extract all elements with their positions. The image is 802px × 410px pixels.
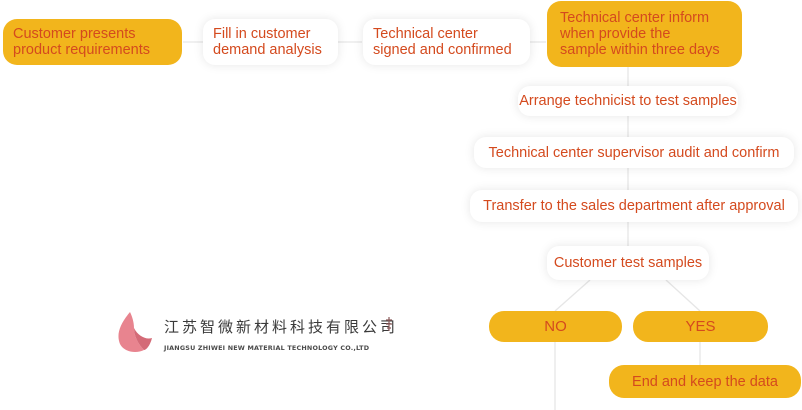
step-technical-center-signed: Technical center signed and confirmed bbox=[363, 19, 530, 65]
step-arrange-technicist: Arrange technicist to test samples bbox=[518, 86, 738, 116]
step2-line2: demand analysis bbox=[213, 42, 322, 58]
step1-line2: product requirements bbox=[13, 42, 151, 58]
step-fill-demand-analysis: Fill in customer demand analysis bbox=[203, 19, 338, 65]
step6-label: Technical center supervisor audit and co… bbox=[488, 144, 780, 161]
step4-line2: when provide the bbox=[560, 26, 671, 42]
step4-line1: Technical center inform bbox=[560, 10, 710, 26]
no-label: NO bbox=[544, 317, 567, 335]
step8-label: Customer test samples bbox=[553, 255, 703, 271]
step1-line1: Customer presents bbox=[13, 26, 136, 42]
step-technical-center-inform: Technical center inform when provide the… bbox=[547, 1, 742, 67]
company-logo: 江苏智微新材料科技有限公司 JIANGSU ZHIWEI NEW MATERIA… bbox=[116, 308, 396, 358]
step3-line2: signed and confirmed bbox=[373, 42, 512, 58]
decision-yes: YES bbox=[633, 311, 768, 342]
yes-label: YES bbox=[685, 317, 716, 335]
decision-no: NO bbox=[489, 311, 622, 342]
seal-mark-icon bbox=[386, 317, 392, 331]
company-name-en: JIANGSU ZHIWEI NEW MATERIAL TECHNOLOGY C… bbox=[164, 344, 370, 352]
step-end-keep-data: End and keep the data bbox=[609, 365, 801, 398]
leaf-logo-icon bbox=[118, 312, 152, 352]
step-customer-presents-requirements: Customer presents product requirements bbox=[3, 19, 182, 65]
step3-line1: Technical center bbox=[373, 26, 478, 42]
step5-label: Arrange technicist to test samples bbox=[519, 93, 737, 109]
step-supervisor-audit: Technical center supervisor audit and co… bbox=[474, 137, 794, 168]
company-name-cn: 江苏智微新材料科技有限公司 bbox=[164, 318, 399, 336]
step7-label: Transfer to the sales department after a… bbox=[483, 198, 785, 214]
step-customer-test-samples: Customer test samples bbox=[547, 246, 709, 280]
end-label: End and keep the data bbox=[632, 373, 778, 390]
step2-line1: Fill in customer bbox=[213, 26, 311, 42]
step4-line3: sample within three days bbox=[560, 42, 720, 58]
step-transfer-sales: Transfer to the sales department after a… bbox=[470, 190, 798, 222]
